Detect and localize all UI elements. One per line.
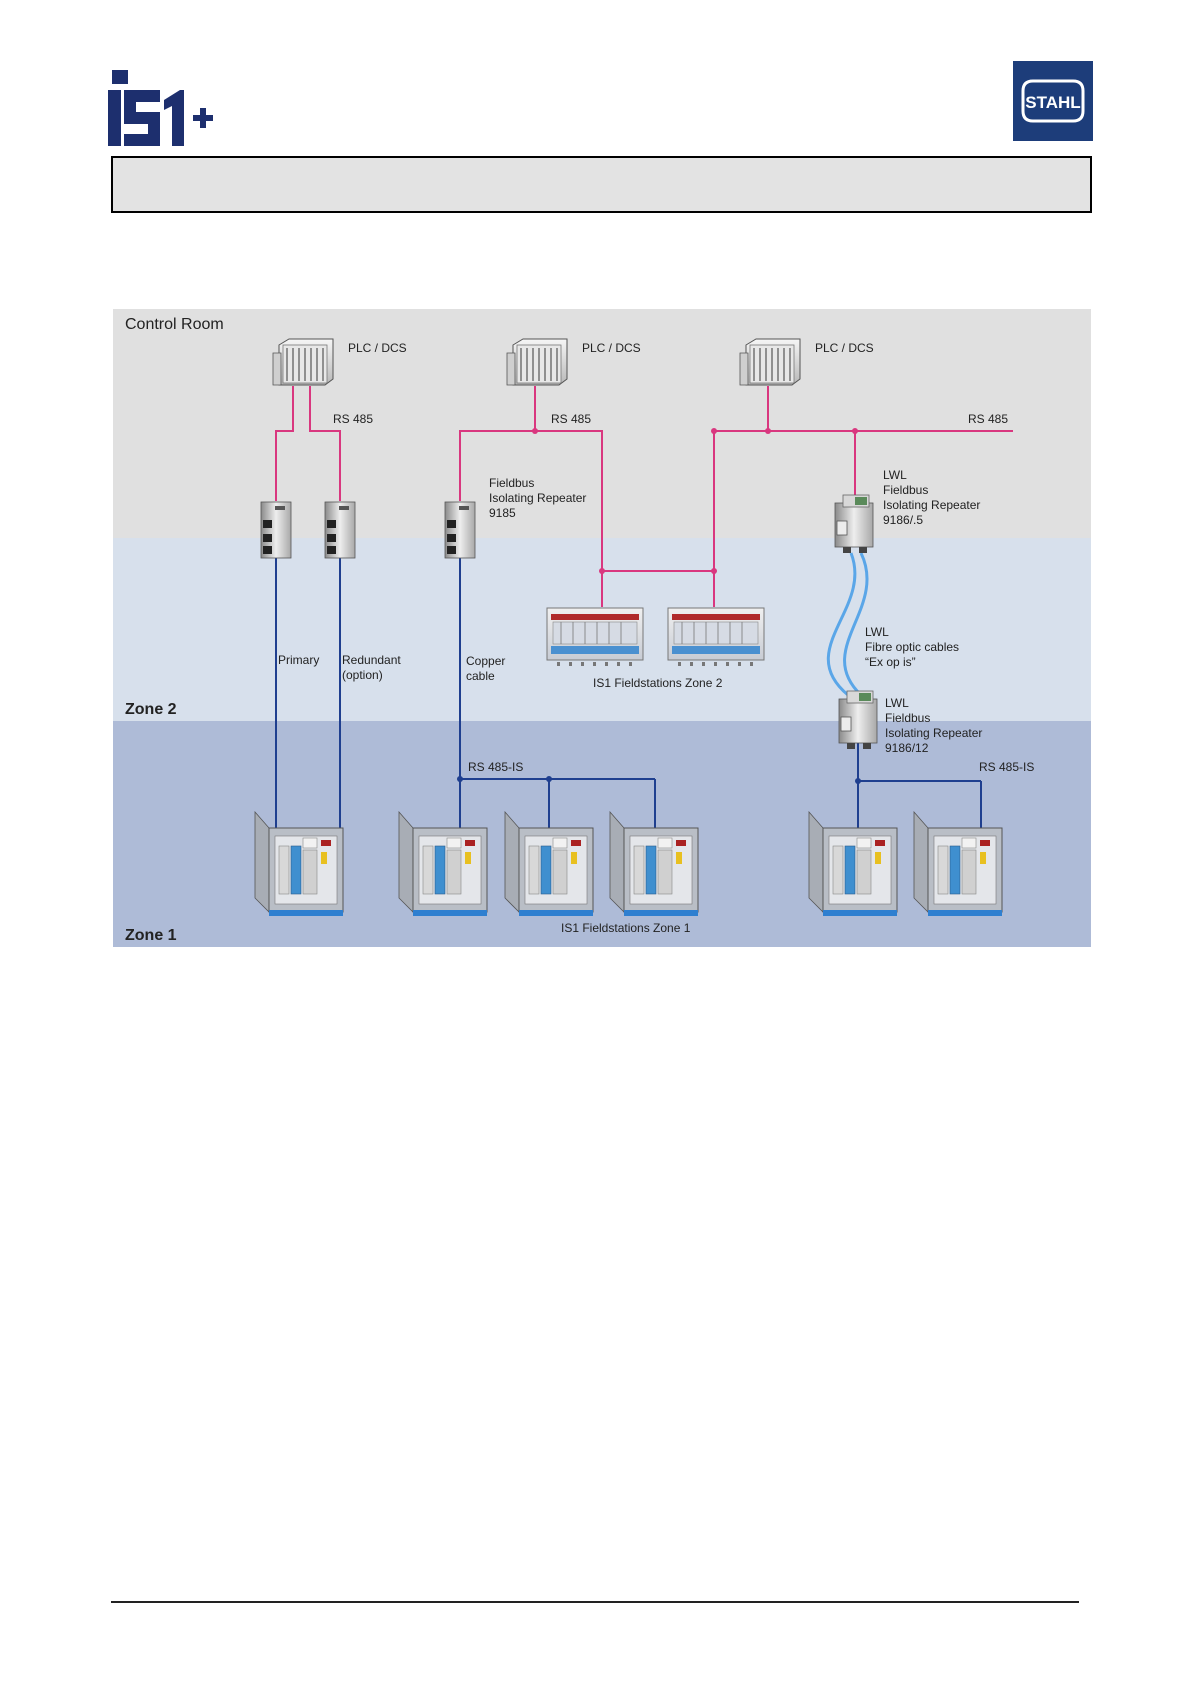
plc-dcs-label-2: PLC / DCS: [582, 341, 641, 355]
svg-text:LWL: LWL: [885, 696, 909, 710]
svg-text:Redundant: Redundant: [342, 653, 401, 667]
fieldstation-zone1-5: [808, 811, 898, 917]
svg-text:Isolating Repeater: Isolating Repeater: [489, 491, 586, 505]
svg-text:9186/12: 9186/12: [885, 741, 929, 755]
fieldstation-zone1-6: [913, 811, 1003, 917]
svg-text:Fieldbus: Fieldbus: [489, 476, 534, 490]
copper-cable-label: Copper cable: [466, 654, 505, 683]
fieldstation-zone2-1: [546, 607, 644, 667]
fibre-optic-cables: [826, 552, 869, 697]
redundant-label: Redundant (option): [342, 653, 401, 682]
svg-text:(option): (option): [342, 668, 383, 682]
network-diagram: Control Room Zone 2 Zone 1: [113, 309, 1091, 947]
svg-text:Copper: Copper: [466, 654, 505, 668]
rs485-lines: [275, 386, 1013, 607]
isolating-repeater-primary: [260, 501, 292, 559]
plc-dcs-3: [739, 338, 801, 386]
fieldstations-zone1-label: IS1 Fieldstations Zone 1: [561, 921, 691, 935]
plc-dcs-label-3: PLC / DCS: [815, 341, 874, 355]
rs485-label-1: RS 485: [333, 412, 373, 426]
isolating-repeater-redundant: [324, 501, 356, 559]
lwl-repeater-9186-12: [838, 690, 878, 750]
is1-plus-logo: [108, 70, 213, 146]
svg-text:STAHL: STAHL: [1025, 93, 1080, 112]
plc-dcs-1: [272, 338, 334, 386]
svg-text:Fibre optic cables: Fibre optic cables: [865, 640, 959, 654]
footer-rule: [111, 1601, 1079, 1603]
svg-text:LWL: LWL: [865, 625, 889, 639]
rs485is-label-2: RS 485-IS: [979, 760, 1034, 774]
repeater-9185-label: Fieldbus Isolating Repeater 9185: [489, 476, 586, 520]
stahl-logo: STAHL: [1013, 61, 1093, 141]
fieldstation-zone1-1: [254, 811, 344, 917]
svg-text:Isolating Repeater: Isolating Repeater: [885, 726, 982, 740]
isolating-repeater-9185: [444, 501, 476, 559]
svg-text:9186/.5: 9186/.5: [883, 513, 923, 527]
title-box: [111, 156, 1092, 213]
rs485-junctions: [532, 428, 858, 574]
rs485is-lines: [275, 557, 982, 835]
fieldstations-zone2-label: IS1 Fieldstations Zone 2: [593, 676, 723, 690]
fieldstation-zone2-2: [667, 607, 765, 667]
svg-text:Fieldbus: Fieldbus: [883, 483, 928, 497]
plc-dcs-label-1: PLC / DCS: [348, 341, 407, 355]
rs485is-label-1: RS 485-IS: [468, 760, 523, 774]
primary-label: Primary: [278, 653, 319, 667]
rs485-label-2: RS 485: [551, 412, 591, 426]
rs485is-junctions: [457, 776, 861, 784]
fieldstation-zone1-2: [398, 811, 488, 917]
lwl-repeater-bottom-label: LWL Fieldbus Isolating Repeater 9186/12: [885, 696, 982, 755]
svg-text:“Ex op is”: “Ex op is”: [865, 655, 916, 669]
svg-text:LWL: LWL: [883, 468, 907, 482]
fieldstation-zone1-4: [609, 811, 699, 917]
control-room-label: Control Room: [125, 316, 224, 333]
lwl-repeater-9186-5: [834, 494, 874, 554]
svg-text:Fieldbus: Fieldbus: [885, 711, 930, 725]
svg-text:Isolating Repeater: Isolating Repeater: [883, 498, 980, 512]
plc-dcs-2: [506, 338, 568, 386]
svg-text:9185: 9185: [489, 506, 516, 520]
zone1-label: Zone 1: [125, 927, 177, 944]
fieldstation-zone1-3: [504, 811, 594, 917]
fibre-optic-label: LWL Fibre optic cables “Ex op is”: [865, 625, 959, 669]
zone2-label: Zone 2: [125, 701, 177, 718]
rs485-label-3: RS 485: [968, 412, 1008, 426]
lwl-repeater-top-label: LWL Fieldbus Isolating Repeater 9186/.5: [883, 468, 980, 527]
svg-text:cable: cable: [466, 669, 495, 683]
